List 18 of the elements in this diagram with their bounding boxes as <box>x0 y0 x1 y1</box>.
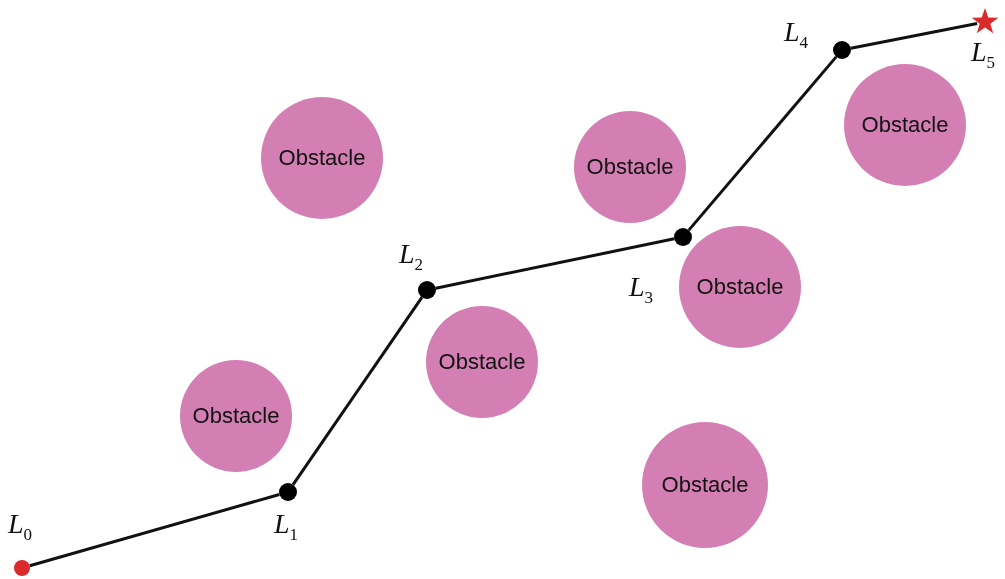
obstacle-label: Obstacle <box>861 112 949 138</box>
path-segment <box>29 493 280 568</box>
obstacle-label: Obstacle <box>661 472 749 498</box>
obstacle-label: Obstacle <box>192 403 280 429</box>
path-segment <box>687 55 838 232</box>
waypoint-label: L$_{5}$ <box>971 38 996 71</box>
waypoint-label: L$_{4}$ <box>784 18 809 51</box>
waypoint-label: L$_{2}$ <box>399 240 424 273</box>
waypoint-label: L$_{0}$ <box>8 510 33 543</box>
obstacle-label: Obstacle <box>438 349 526 375</box>
obstacle-label: Obstacle <box>586 154 674 180</box>
path-segment <box>435 237 675 290</box>
path-segment <box>291 296 424 486</box>
waypoint-label: L$_{1}$ <box>274 510 299 543</box>
obstacle-label: Obstacle <box>696 274 784 300</box>
waypoint-label: L$_{3}$ <box>629 273 654 306</box>
path-segment <box>850 22 978 50</box>
obstacle-label: Obstacle <box>278 145 366 171</box>
